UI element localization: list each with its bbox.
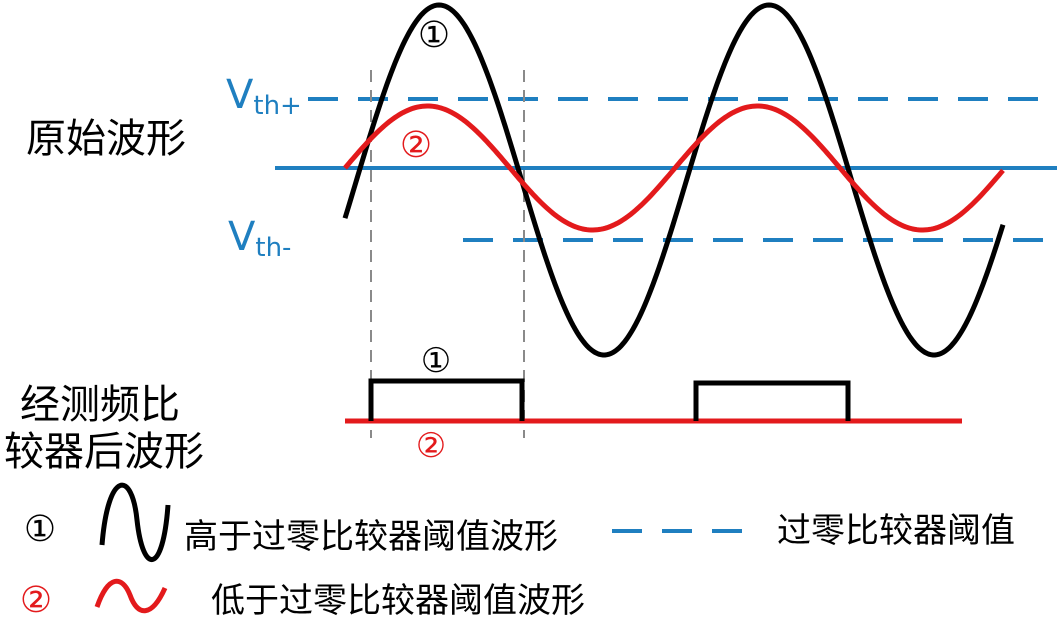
original-waveform-label: 原始波形 [26, 116, 186, 162]
vth-plus-base: V [226, 72, 254, 118]
legend-item2-text: 低于过零比较器阈值波形 [211, 581, 585, 621]
legend-black-sine-wave-icon [99, 482, 171, 563]
legend-item1-marker: ① [24, 509, 56, 550]
vth-plus-sub: th+ [253, 91, 301, 121]
comparator-output-pulse-1 [368, 378, 525, 421]
legend-item2-marker: ② [20, 580, 52, 621]
comparator-output-pulse-2 [693, 380, 851, 421]
vth-minus-base: V [228, 214, 256, 260]
marker-2-wave: ② [400, 125, 432, 166]
legend-threshold-text: 过零比较器阈值 [777, 511, 1015, 551]
after-comparator-label-line2: 较器后波形 [4, 429, 204, 475]
low-amplitude-waveform [343, 103, 1005, 233]
marker-1-output: ① [421, 341, 451, 381]
marker-2-output: ② [416, 426, 446, 466]
after-comparator-label-line1: 经测频比 [20, 382, 180, 428]
legend-item1-text: 高于过零比较器阈值波形 [184, 517, 558, 557]
marker-1-wave: ① [418, 15, 450, 56]
vth-plus-label: Vth+ [226, 72, 302, 121]
vth-minus-label: Vth- [228, 214, 291, 263]
high-amplitude-waveform [342, 2, 1006, 358]
legend-red-sine-wave-icon [94, 578, 168, 614]
vth-minus-sub: th- [255, 233, 291, 263]
